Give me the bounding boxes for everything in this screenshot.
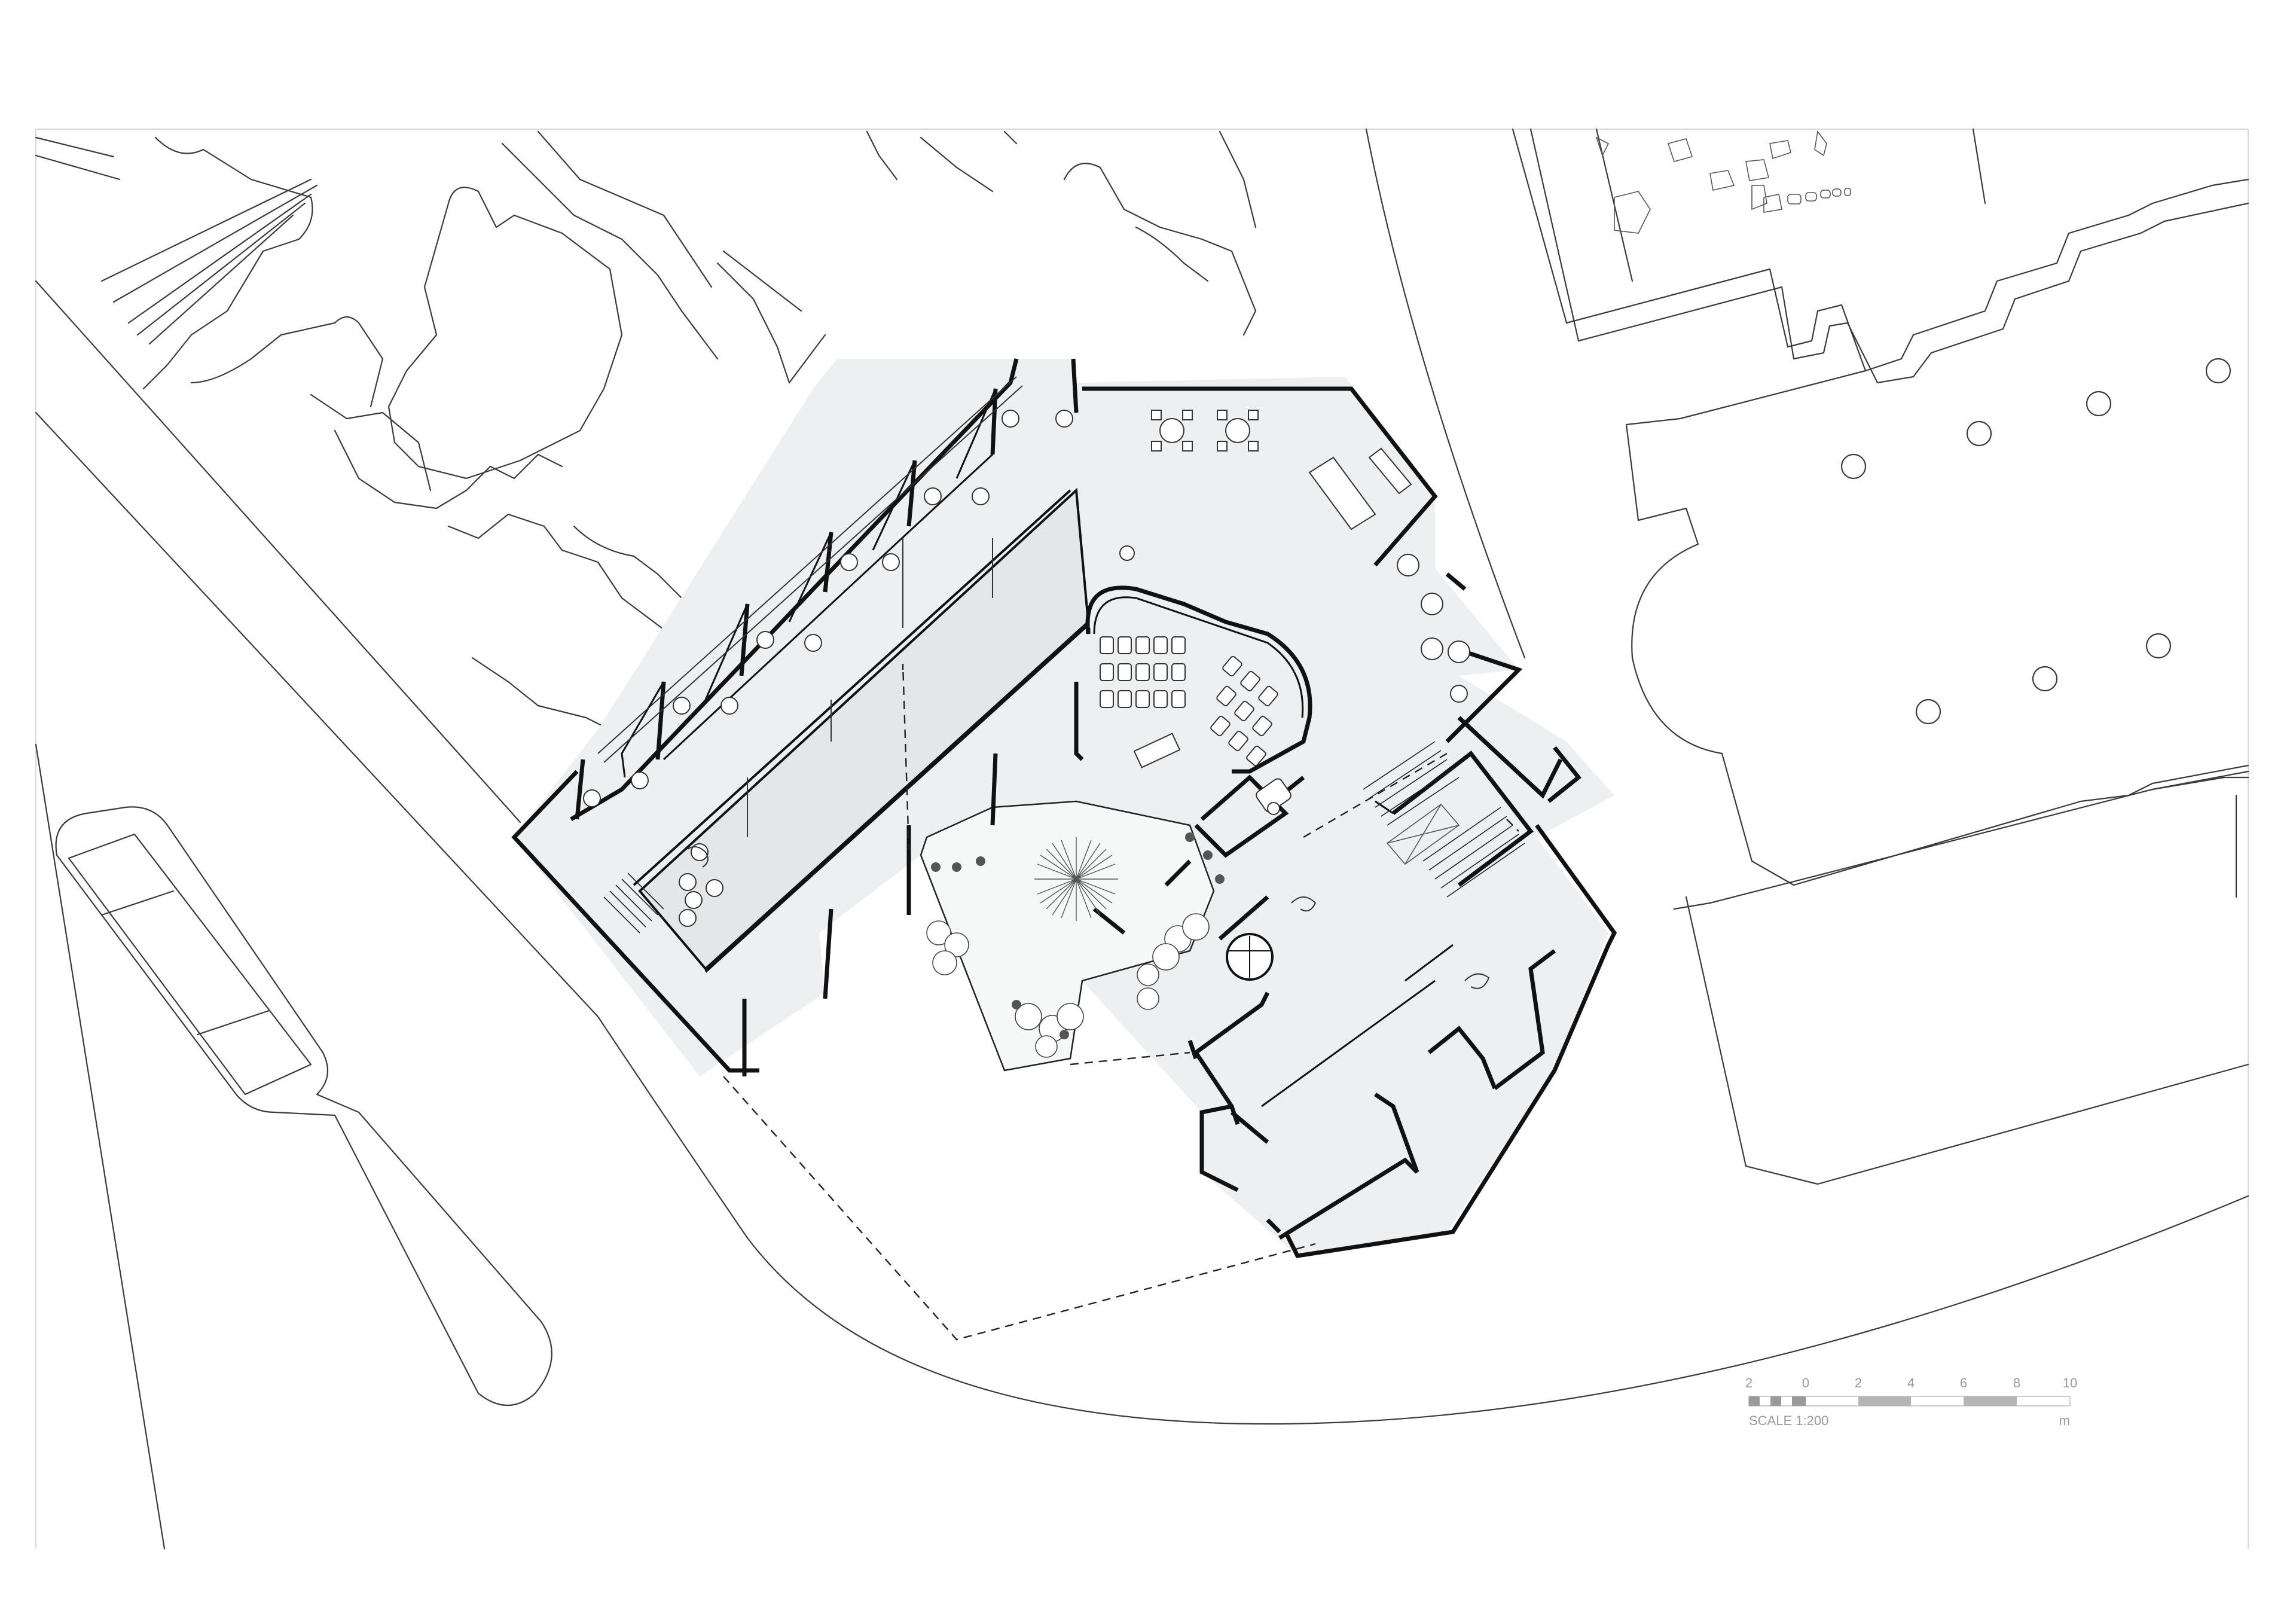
drawing-frame [35, 129, 2249, 1549]
parking-island [55, 806, 552, 1406]
service-wing [1194, 944, 1556, 1240]
courtyard [920, 800, 1215, 1072]
people-figures [687, 846, 1490, 989]
outer-walls [511, 358, 1617, 1258]
scale-tick-label: 6 [1960, 1375, 1967, 1390]
scale-tick-label: 4 [1907, 1375, 1915, 1390]
cafe-tables [1151, 410, 1259, 451]
road-edges [35, 128, 2249, 1550]
kitchen-counter [1308, 447, 1412, 530]
courtyard-trees [926, 832, 1225, 1058]
scale-unit: m [2059, 1413, 2070, 1428]
scale-tick-label: 8 [2013, 1375, 2020, 1390]
glazing [597, 376, 1023, 837]
scale-tick-label: 0 [1802, 1375, 1809, 1390]
scale-bar: 2 0 2 4 6 8 10 SCALE 1:200 m [1745, 1375, 2077, 1428]
scale-tick-label: 2 [1855, 1375, 1862, 1390]
scale-tick-label: 10 [2063, 1375, 2077, 1390]
neighbouring-building [1512, 128, 2249, 1185]
rocks-cluster [1595, 130, 1851, 234]
lounge-chairs [583, 410, 1470, 927]
corridor-stair [603, 872, 664, 933]
auditorium-seats [1100, 636, 1278, 768]
site-boundary [723, 663, 1519, 1341]
entrance-column [1226, 933, 1274, 981]
reception-desk [1256, 778, 1292, 815]
scale-tick-label: 2 [1745, 1375, 1752, 1390]
building-columns [1840, 358, 2231, 725]
stair-core [1363, 716, 1581, 898]
scale-label: SCALE 1:200 [1749, 1413, 1828, 1428]
garden-beds [35, 130, 1257, 755]
